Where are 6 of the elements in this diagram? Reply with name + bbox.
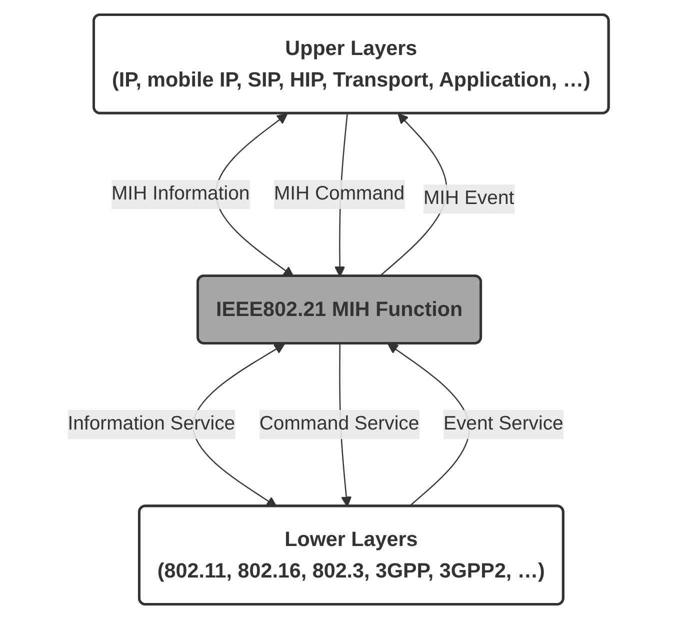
edge-label: MIH Event: [424, 188, 515, 209]
edge-label: MIH Information: [112, 184, 250, 204]
edge-label: Information Service: [68, 414, 236, 434]
edge-label: MIH Command: [274, 184, 405, 204]
edge-label: Event Service: [444, 414, 564, 434]
edge-label: Command Service: [260, 414, 420, 434]
